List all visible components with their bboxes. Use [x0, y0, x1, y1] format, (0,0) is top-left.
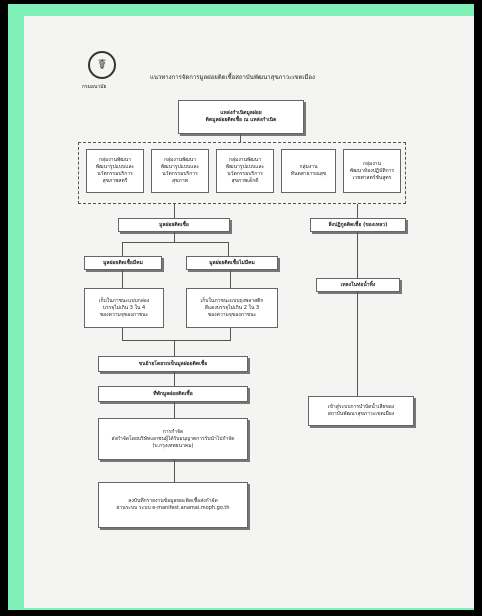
- connector: [174, 372, 175, 386]
- department-box: กลุ่มงานพัฒนา พัฒนารูปแบบและ นวัตกรรมบริ…: [86, 149, 144, 193]
- non-sharp-waste-box: มูลฝอยติดเชื้อไม่มีคม: [186, 256, 278, 270]
- non-sharp-storage-box: เก็บในภาชนะแบบถุงพลาสติก สีแดงบรรจุไม่เก…: [186, 288, 278, 328]
- pour-sink-box: เทลงในท่อน้ำทิ้ง: [316, 278, 400, 292]
- connector: [357, 232, 358, 278]
- sharp-storage-box: เก็บในภาชนะแบบกล่อง บรรจุไม่เกิน 3 ใน 4 …: [84, 288, 164, 328]
- disposal-box: การกำจัด ส่งกำจัดโดยบริษัทเอกชนผู้ได้รับ…: [98, 418, 248, 460]
- connector: [230, 270, 231, 288]
- transport-box: ขนย้ายโดยรถเข็นมูลฝอยติดเชื้อ: [98, 356, 248, 372]
- infectious-waste-box: มูลฝอยติดเชื้อ: [118, 218, 230, 232]
- storage-room-box: ที่พักมูลฝอยติดเชื้อ: [98, 386, 248, 402]
- departments-container: [78, 142, 406, 204]
- connector: [240, 134, 241, 142]
- department-box: กลุ่มงาน ทันตสาธารณสุข: [281, 149, 336, 193]
- department-box: กลุ่มงาน พัฒนาห้องปฏิบัติการ เวชศาสตร์ชั…: [343, 149, 401, 193]
- wastewater-treatment-box: เข้าสู่ระบบการบำบัดน้ำเสียของ สถาบันพัฒน…: [308, 396, 414, 426]
- connector: [122, 242, 228, 243]
- liquid-waste-box: สิ่งปฏิกูลติดเชื้อ (ของเหลว): [310, 218, 406, 232]
- org-name: กรมอนามัย: [82, 84, 107, 90]
- connector: [174, 460, 175, 482]
- connector: [357, 292, 358, 396]
- connector: [174, 340, 175, 356]
- connector: [122, 340, 231, 341]
- sharp-waste-box: มูลฝอยติดเชื้อมีคม: [84, 256, 162, 270]
- department-box: กลุ่มงานพัฒนา พัฒนารูปแบบและ นวัตกรรมบริ…: [216, 149, 274, 193]
- connector: [357, 204, 358, 218]
- connector: [122, 328, 123, 340]
- connector: [174, 204, 175, 218]
- source-box: แหล่งกำเนิดมูลฝอย ติดมูลฝอยติดเชื้อ ณ แห…: [178, 100, 304, 134]
- connector: [174, 402, 175, 418]
- document-title: แนวทางการจัดการมูลฝอยติดเชื้อสถาบันพัฒนา…: [150, 74, 315, 81]
- ministry-emblem-icon: ☤: [88, 51, 116, 79]
- connector: [122, 270, 123, 288]
- connector: [122, 242, 123, 256]
- connector: [230, 328, 231, 340]
- connector: [174, 232, 175, 242]
- department-box: กลุ่มงานพัฒนา พัฒนารูปแบบและ นวัตกรรมบริ…: [151, 149, 209, 193]
- connector: [228, 242, 229, 256]
- manifest-box: ลงบันทึกรายงานข้อมูลขยะติดเชื้อส่งกำจัด …: [98, 482, 248, 528]
